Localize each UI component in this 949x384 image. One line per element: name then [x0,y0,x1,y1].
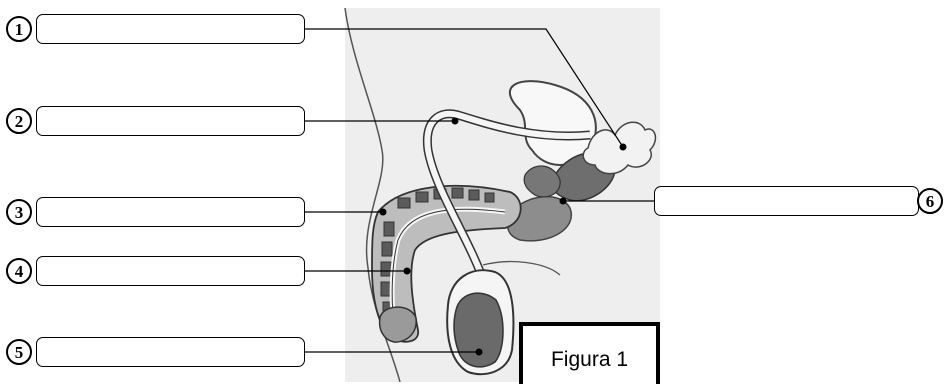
label-number-6: 6 [917,188,943,214]
label-number-4: 4 [6,258,32,284]
figure-caption: Figura 1 [551,348,628,372]
label-number-3: 3 [6,199,32,225]
label-box-5[interactable] [36,337,305,367]
label-box-3[interactable] [36,197,305,227]
figure-caption-box: Figura 1 [519,322,660,384]
label-box-2[interactable] [36,106,305,136]
label-number-2: 2 [6,108,32,134]
label-box-4[interactable] [36,256,305,286]
label-box-1[interactable] [36,14,305,44]
label-box-6[interactable] [654,186,919,216]
label-number-1: 1 [6,16,32,42]
label-number-5: 5 [6,339,32,365]
testis [454,293,503,367]
